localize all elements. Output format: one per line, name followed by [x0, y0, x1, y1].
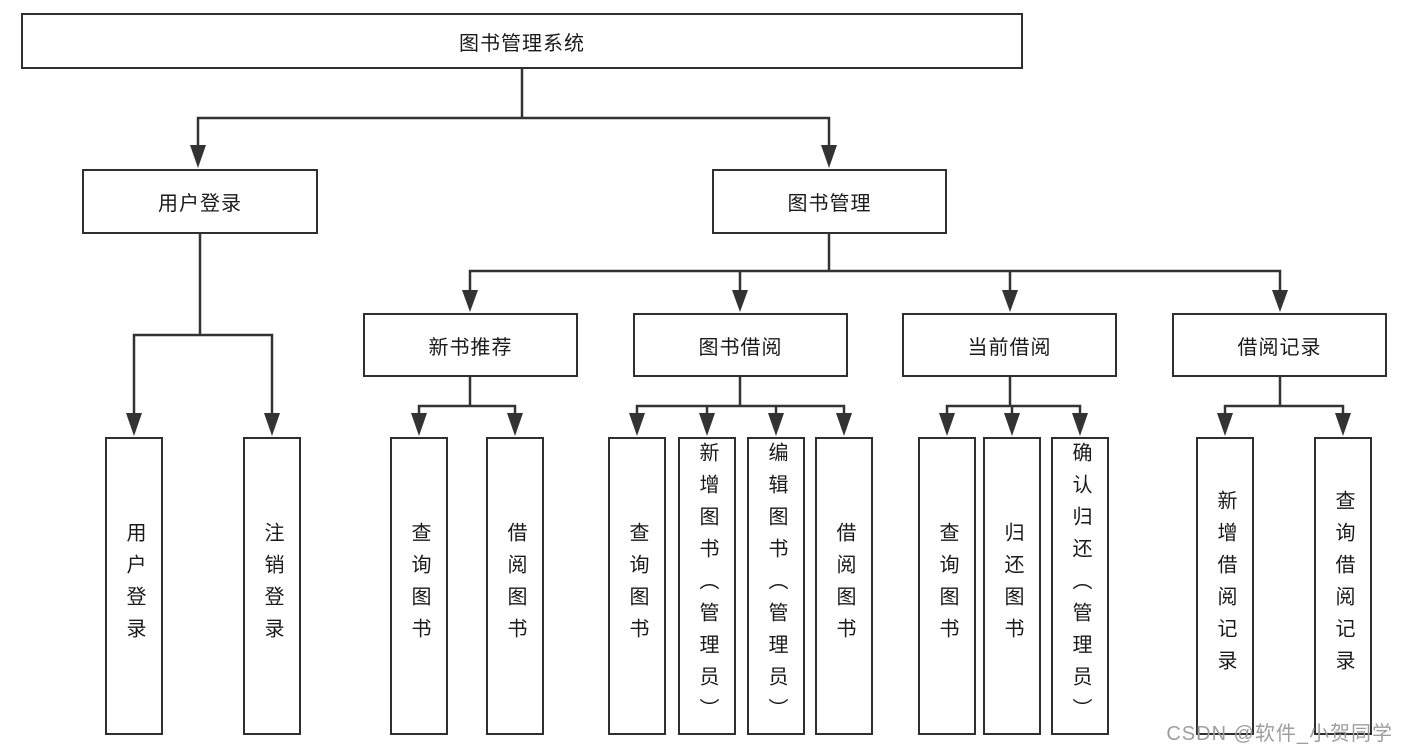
node-label: 用户登录 [158, 193, 242, 215]
arrowhead [732, 290, 748, 312]
node-label: 新书推荐 [428, 336, 513, 359]
leaf-add-borrow-record: 新增借阅记录 [1196, 437, 1254, 735]
connector-book-management-to-level3 [468, 234, 1282, 291]
node-user-login: 用户登录 [82, 169, 318, 234]
leaf-borrow-books-1: 借阅图书 [486, 437, 544, 735]
node-book-borrow: 图书借阅 [633, 313, 848, 377]
node-label: 查询图书 [626, 522, 648, 650]
leaf-add-books-admin: 新增图书（管理员） [678, 437, 736, 735]
node-label: 注销登录 [261, 522, 283, 650]
leaf-query-books-1: 查询图书 [390, 437, 448, 735]
node-label: 图书借阅 [698, 336, 783, 359]
node-label: 图书管理 [787, 193, 872, 215]
leaf-confirm-return-admin: 确认归还（管理员） [1051, 437, 1109, 735]
node-label: 新增图书（管理员） [696, 442, 718, 730]
leaf-query-books-3: 查询图书 [918, 437, 976, 735]
arrowhead [1072, 413, 1088, 436]
node-label: 新增借阅记录 [1214, 490, 1236, 682]
arrowhead [699, 413, 715, 436]
csdn-watermark: CSDN @软件_小贺同学 [1166, 723, 1393, 745]
leaf-query-borrow-record: 查询借阅记录 [1314, 437, 1372, 735]
arrowhead [939, 413, 955, 436]
node-label: 查询图书 [408, 522, 430, 650]
connector-borrow-records-to-leaves [1223, 377, 1345, 416]
connector-user-login-to-leaves [132, 234, 274, 414]
node-label: 图书管理系统 [459, 32, 585, 55]
arrowhead [1335, 413, 1351, 436]
node-label: 借阅记录 [1237, 336, 1322, 359]
leaf-query-books-2: 查询图书 [608, 437, 666, 735]
connector-new-book-to-leaves [417, 377, 517, 416]
leaf-logout: 注销登录 [243, 437, 301, 735]
node-book-management: 图书管理 [712, 169, 947, 234]
arrowhead [507, 413, 523, 436]
node-new-book-recommend: 新书推荐 [363, 313, 578, 377]
node-label: 当前借阅 [967, 336, 1052, 359]
arrowhead [1004, 413, 1020, 436]
leaf-return-books: 归还图书 [983, 437, 1041, 735]
arrowhead [836, 413, 852, 436]
node-label: 借阅图书 [833, 522, 855, 650]
node-label: 用户登录 [123, 522, 145, 650]
node-label: 查询借阅记录 [1332, 490, 1354, 682]
node-label: 归还图书 [1001, 522, 1023, 650]
leaf-borrow-books-2: 借阅图书 [815, 437, 873, 735]
arrowhead [1217, 413, 1233, 436]
connector-current-borrow-to-leaves [945, 377, 1082, 416]
arrowhead [190, 145, 206, 168]
connector-book-borrow-to-leaves [635, 377, 846, 416]
arrowhead [126, 413, 142, 436]
node-label: 确认归还（管理员） [1069, 442, 1091, 730]
node-label: 借阅图书 [504, 522, 526, 650]
node-current-borrow: 当前借阅 [902, 313, 1117, 377]
connector-root-to-level2 [196, 68, 831, 147]
arrowhead [1002, 290, 1018, 312]
arrowhead [264, 413, 280, 436]
node-borrow-records: 借阅记录 [1172, 313, 1387, 377]
arrowhead [411, 413, 427, 436]
node-label: 编辑图书（管理员） [765, 442, 787, 730]
arrowhead [821, 145, 837, 168]
arrowhead [629, 413, 645, 436]
leaf-edit-books-admin: 编辑图书（管理员） [747, 437, 805, 735]
arrowhead [1272, 290, 1288, 312]
node-label: 查询图书 [936, 522, 958, 650]
arrowhead [462, 290, 478, 312]
leaf-user-login: 用户登录 [105, 437, 163, 735]
node-library-management-system: 图书管理系统 [21, 13, 1023, 69]
arrowhead [768, 413, 784, 436]
